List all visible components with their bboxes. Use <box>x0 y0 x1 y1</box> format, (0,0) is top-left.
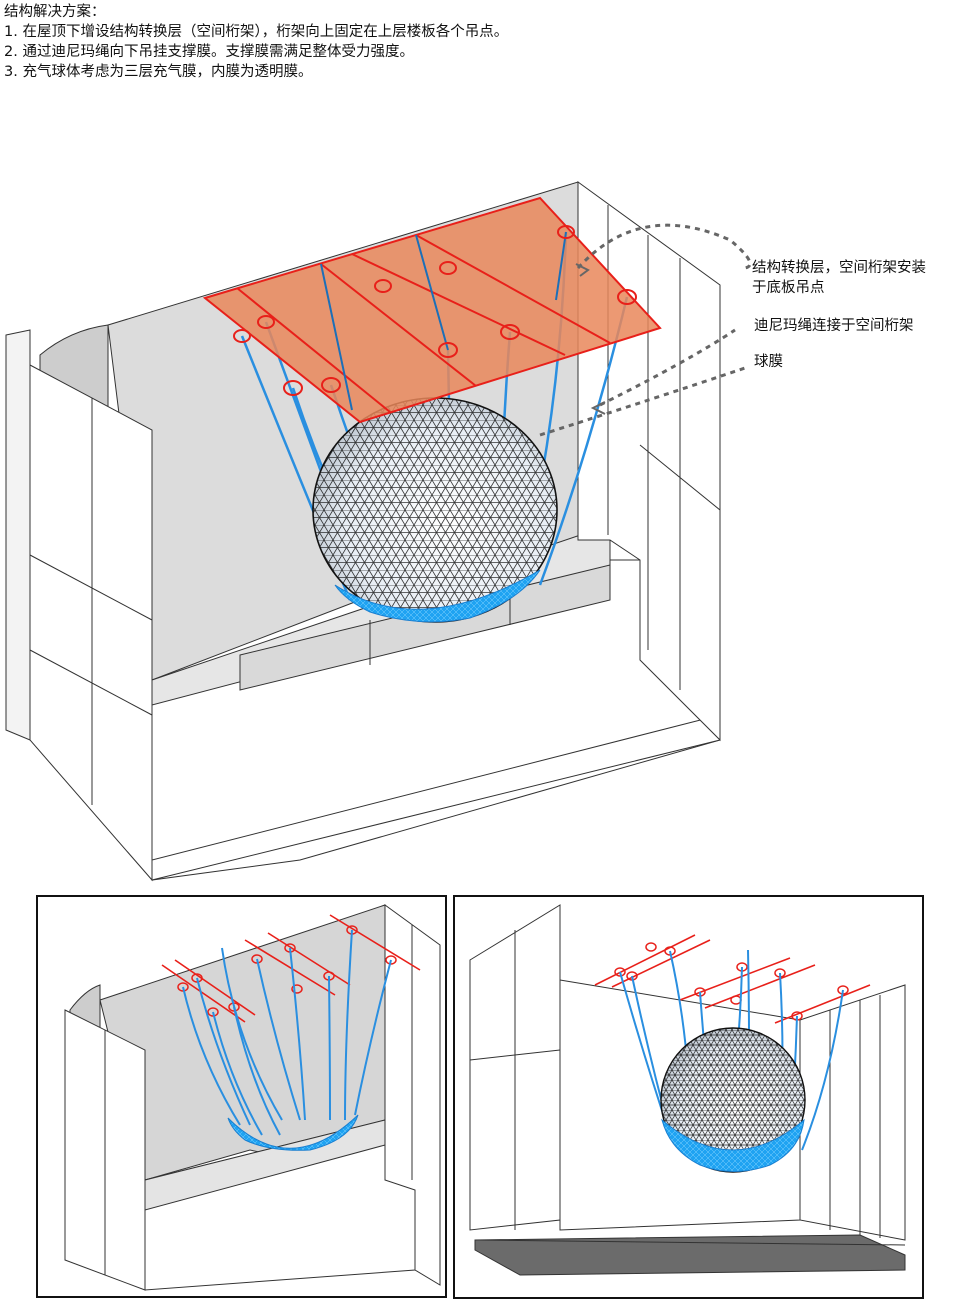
notes-line-1: 1. 在屋顶下增设结构转换层（空间桁架），桁架向上固定在上层楼板各个吊点。 <box>4 24 509 40</box>
notes-line-2: 2. 通过迪尼玛绳向下吊挂支撑膜。支撑膜需满足整体受力强度。 <box>4 44 414 60</box>
truss-plane <box>202 196 662 424</box>
main-view <box>5 181 752 882</box>
main-support-membrane <box>334 569 541 623</box>
inset-right-sphere <box>660 1027 806 1173</box>
callout-truss-line-1: 结构转换层，空间桁架安装 <box>752 260 926 276</box>
callout-rope: 迪尼玛绳连接于空间桁架 <box>754 318 914 334</box>
hanging-points <box>233 225 637 396</box>
main-sphere <box>312 397 558 623</box>
leader-arrow-rope <box>590 401 606 415</box>
notes-line-3: 3. 充气球体考虑为三层充气膜，内膜为透明膜。 <box>4 64 313 80</box>
inset-view-left <box>36 895 447 1298</box>
left-wall-panels <box>5 329 153 882</box>
leader-lines <box>539 223 752 437</box>
truss-lines <box>236 234 611 413</box>
design-notes: 结构解决方案： 1. 在屋顶下增设结构转换层（空间桁架），桁架向上固定在上层楼板… <box>4 2 508 82</box>
callout-truss-line-2: 于底板吊点 <box>752 280 825 296</box>
truss-rope-tops <box>320 231 567 411</box>
leader-arrow-truss <box>575 263 590 277</box>
inset-view-right <box>453 895 924 1299</box>
notes-title: 结构解决方案： <box>4 4 106 20</box>
callout-truss: 结构转换层，空间桁架安装 于底板吊点 <box>752 258 926 298</box>
callout-sphere: 球膜 <box>754 354 783 370</box>
